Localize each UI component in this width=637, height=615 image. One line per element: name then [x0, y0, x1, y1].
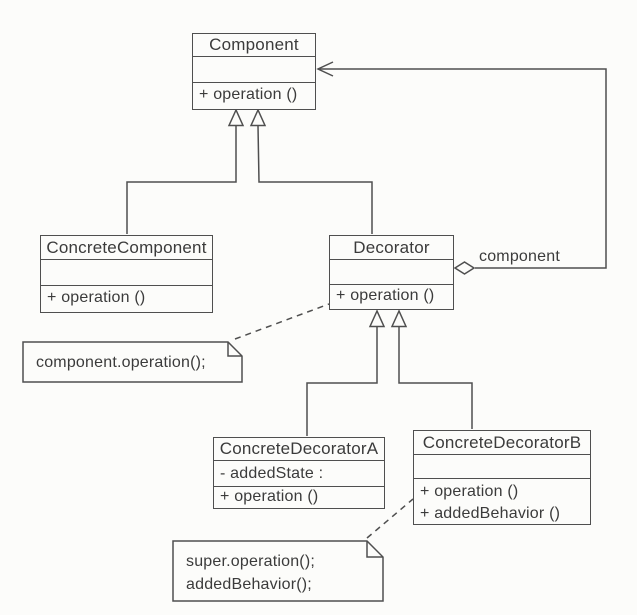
aggregation-role-label: component [479, 248, 560, 265]
operations-compartment: + operation () [41, 285, 212, 311]
operation-label: + operation () [47, 289, 146, 306]
generalization-concretedecoratorb-to-decorator [390, 309, 473, 429]
class-concrete-decorator-a: ConcreteDecoratorA - addedState : + oper… [213, 437, 385, 509]
operations-compartment: + operation () [330, 284, 453, 308]
attributes-compartment: - addedState : [214, 460, 384, 486]
generalization-concretedecoratora-to-decorator [306, 309, 386, 436]
note-line: super.operation(); [186, 553, 316, 570]
triangle-arrowhead-icon [368, 309, 386, 328]
note-decorator-operation: component.operation(); [36, 351, 206, 374]
open-arrowhead-icon [316, 61, 334, 77]
operations-compartment: + operation () [214, 486, 384, 507]
class-concrete-decorator-b: ConcreteDecoratorB + operation () + adde… [413, 430, 591, 525]
operation-label: + operation () [336, 287, 435, 304]
attribute-label: - addedState : [220, 465, 324, 482]
note-line: component.operation(); [36, 354, 206, 371]
generalization-concretecomponent-to-component [126, 108, 245, 234]
note-shape-concretedecoratorb [172, 540, 384, 602]
class-name: Component [209, 35, 299, 54]
operation-label: + operation () [199, 86, 298, 103]
class-concrete-component: ConcreteComponent + operation () [40, 235, 213, 313]
class-component: Component + operation () [192, 33, 316, 110]
aggregation-diamond-icon [453, 261, 476, 275]
attributes-compartment [193, 56, 315, 82]
note-anchor-decorator [234, 303, 330, 340]
triangle-arrowhead-icon [249, 108, 267, 127]
class-name: ConcreteComponent [46, 237, 207, 257]
aggregation-decorator-component [316, 61, 607, 275]
class-name: ConcreteDecoratorA [219, 439, 379, 458]
attributes-compartment [41, 259, 212, 285]
generalization-decorator-to-component [249, 108, 373, 234]
class-name: Decorator [353, 237, 430, 257]
note-shape-decorator [22, 341, 243, 383]
operation-label: + operation () [420, 483, 519, 500]
note-fold-icon [366, 541, 383, 558]
operations-compartment: + operation () + addedBehavior () [414, 478, 590, 523]
operations-compartment: + operation () [193, 82, 315, 108]
operation-label: + addedBehavior () [420, 505, 561, 522]
class-decorator: Decorator + operation () [329, 235, 454, 310]
triangle-arrowhead-icon [390, 309, 408, 328]
note-line: addedBehavior(); [186, 576, 312, 593]
operation-label: + operation () [220, 488, 319, 505]
class-name: ConcreteDecoratorB [422, 432, 582, 452]
attributes-compartment [330, 259, 453, 284]
triangle-arrowhead-icon [227, 108, 245, 127]
attributes-compartment [414, 454, 590, 478]
note-fold-icon [227, 342, 242, 357]
note-concrete-decorator-b: super.operation(); addedBehavior(); [186, 550, 315, 596]
